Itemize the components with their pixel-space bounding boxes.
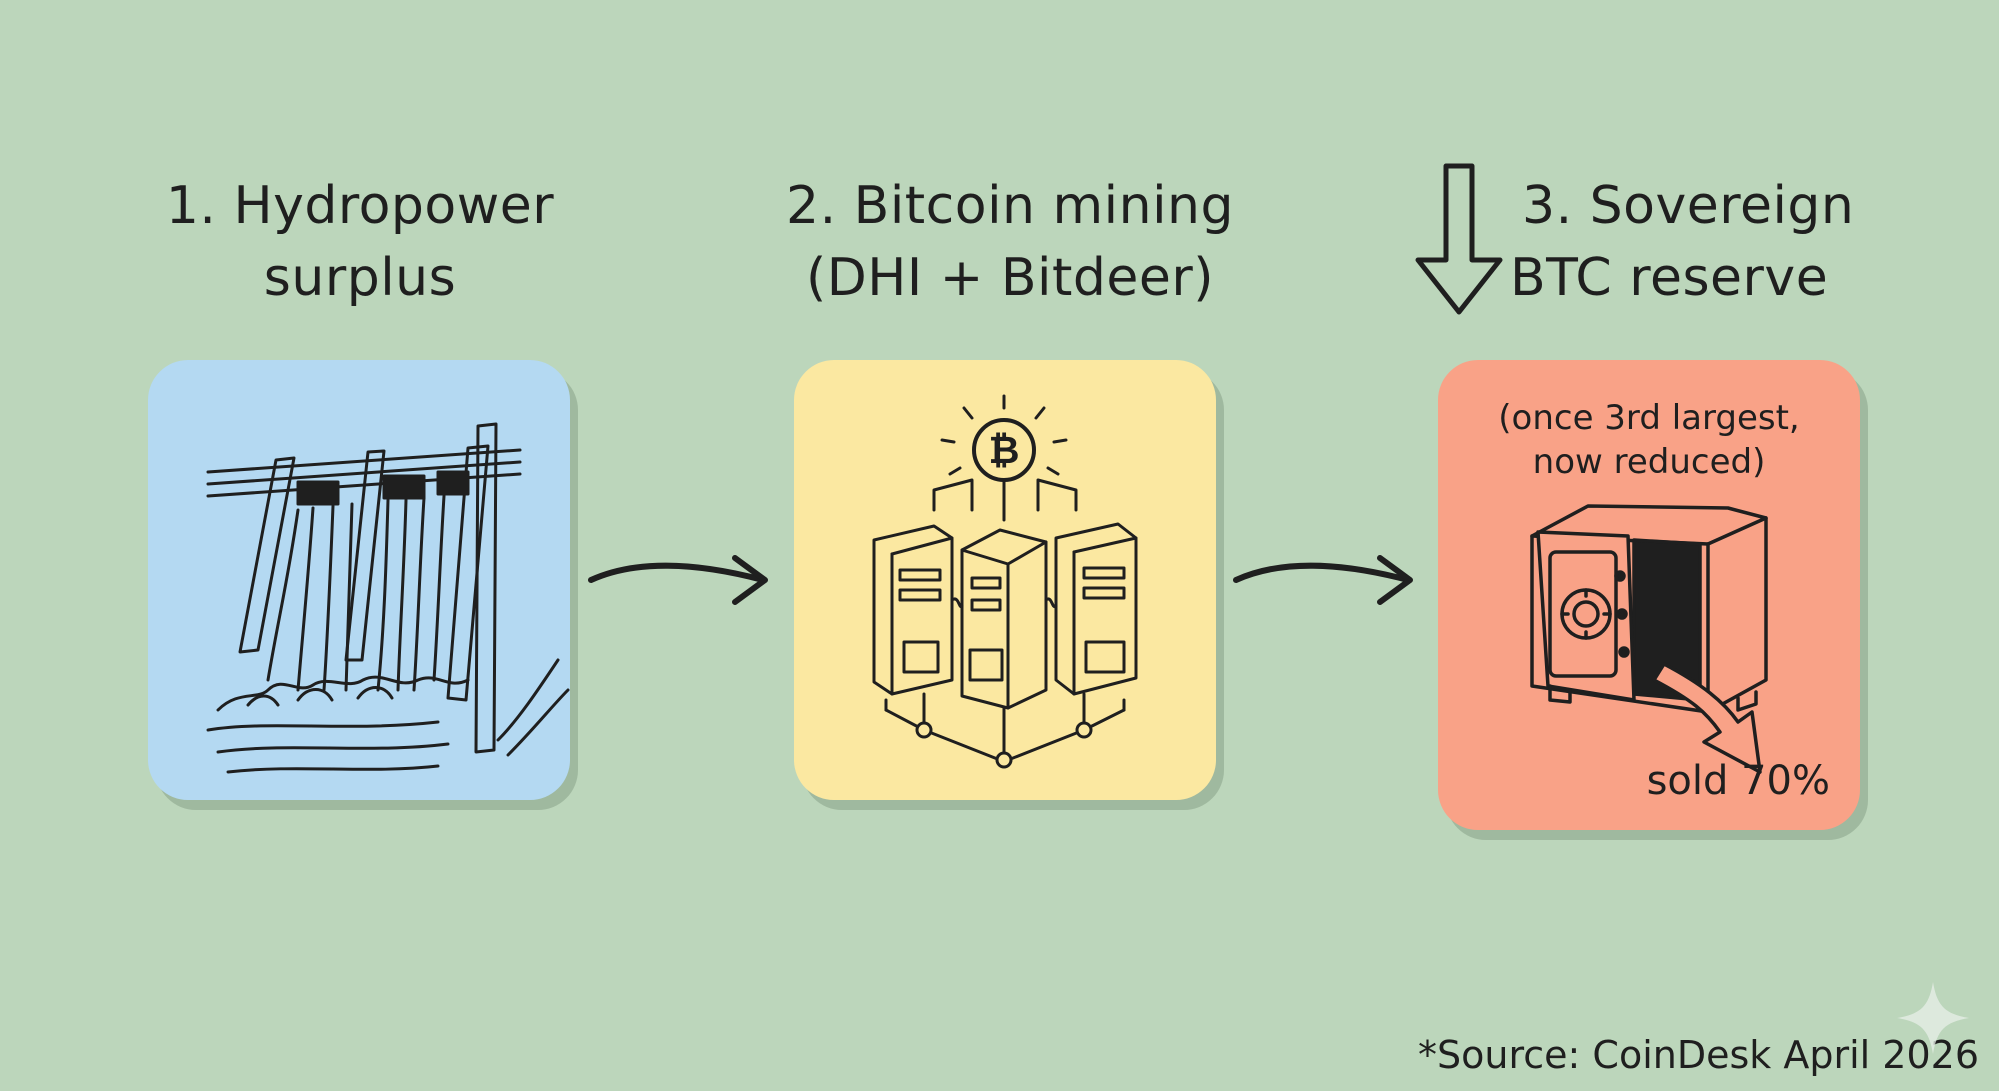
step-1-title: 1. Hydropower surplus (165, 176, 555, 308)
down-arrow-icon (1415, 163, 1503, 315)
reserve-note: (once 3rd largest, now reduced) (1498, 398, 1800, 482)
dam-icon (206, 422, 570, 774)
bitcoin-mining-card: ₿ (794, 360, 1216, 800)
mining-servers-icon (872, 394, 1138, 769)
sold-callout: sold 70% (1646, 758, 1830, 804)
decrease-arrow-icon (1652, 662, 1762, 774)
source-note: *Source: CoinDesk April 2026 (1418, 1033, 1979, 1077)
sparkle-icon (1897, 982, 1969, 1054)
right-arrow-icon (588, 555, 768, 605)
hydropower-card (148, 360, 570, 800)
step-3-title: 3. Sovereign BTC reserve (1510, 176, 1855, 308)
step-2-title: 2. Bitcoin mining (DHI + Bitdeer) (786, 176, 1234, 308)
btc-reserve-card: (once 3rd largest, now reduced) (1438, 360, 1860, 830)
bitcoin-symbol-icon: ₿ (988, 428, 1020, 472)
right-arrow-icon (1233, 555, 1413, 605)
safe-icon (1530, 504, 1768, 714)
